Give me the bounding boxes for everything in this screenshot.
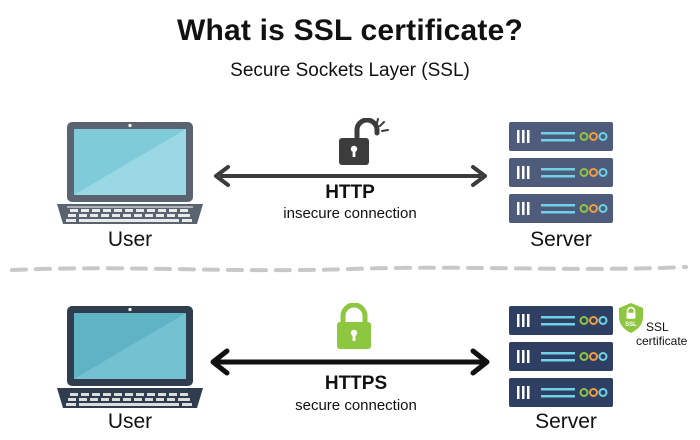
ssl-certificate-label-line2: certificate: [636, 334, 688, 348]
closed-padlock-icon: [334, 303, 374, 351]
server-label-https: Server: [535, 410, 597, 433]
open-padlock-icon: [333, 118, 393, 168]
page-title: What is SSL certificate?: [176, 14, 523, 47]
ssl-certificate-label-line1: SSL: [646, 320, 669, 334]
laptop-icon-http: [55, 118, 205, 228]
bidirectional-arrow-https: [205, 348, 495, 376]
section-divider: [10, 262, 690, 276]
user-label-https: User: [107, 410, 153, 433]
user-label-http: User: [107, 228, 153, 251]
bidirectional-arrow-http: [208, 164, 493, 188]
server-stack-icon-https: [507, 304, 615, 408]
protocol-label-https: HTTPS: [324, 373, 388, 394]
connection-label-https: secure connection: [295, 397, 417, 414]
server-stack-icon-http: [507, 120, 615, 224]
server-label-http: Server: [530, 228, 592, 251]
ssl-certificate-label: SSL certificate: [636, 320, 696, 348]
page-subtitle: Secure Sockets Layer (SSL): [230, 60, 470, 81]
protocol-label-http: HTTP: [325, 182, 375, 203]
ssl-badge-text: SSL: [625, 322, 637, 328]
ssl-shield-badge-icon: SSL: [617, 302, 645, 334]
laptop-icon-https: [55, 302, 205, 412]
connection-label-http: insecure connection: [283, 205, 417, 222]
